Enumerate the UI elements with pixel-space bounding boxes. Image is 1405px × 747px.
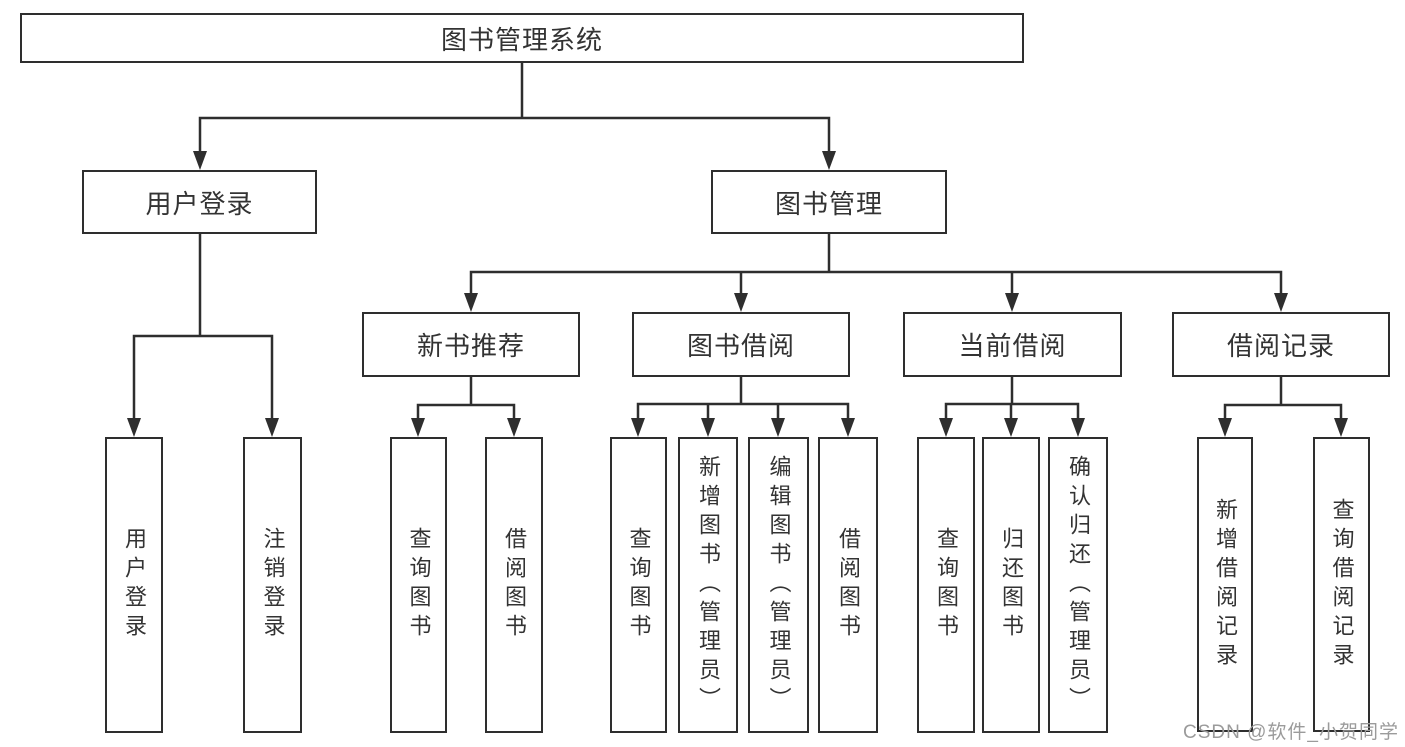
leaf-borrow-add-books-admin: 新增图书（管理员） bbox=[678, 437, 738, 733]
node-book-management: 图书管理 bbox=[711, 170, 947, 234]
leaf-current-confirm-return-admin: 确认归还（管理员） bbox=[1048, 437, 1108, 733]
leaf-records-add-record: 新增借阅记录 bbox=[1197, 437, 1253, 732]
arrowhead-icon bbox=[127, 151, 1348, 437]
node-user-login: 用户登录 bbox=[82, 170, 317, 234]
node-book-borrowing: 图书借阅 bbox=[632, 312, 850, 377]
leaf-borrow-query-books: 查询图书 bbox=[610, 437, 667, 733]
node-new-book-recommend: 新书推荐 bbox=[362, 312, 580, 377]
node-borrowing-records: 借阅记录 bbox=[1172, 312, 1390, 377]
node-root-system: 图书管理系统 bbox=[20, 13, 1024, 63]
connector-path bbox=[132, 61, 1343, 424]
leaf-current-return-books: 归还图书 bbox=[982, 437, 1040, 733]
leaf-recommend-borrow-books: 借阅图书 bbox=[485, 437, 543, 733]
leaf-current-query-books: 查询图书 bbox=[917, 437, 975, 733]
node-current-borrowing: 当前借阅 bbox=[903, 312, 1122, 377]
leaf-logout: 注销登录 bbox=[243, 437, 302, 733]
watermark: CSDN @软件_小贺同学 bbox=[1183, 722, 1399, 743]
leaf-borrow-edit-books-admin: 编辑图书（管理员） bbox=[748, 437, 809, 733]
leaf-recommend-query-books: 查询图书 bbox=[390, 437, 447, 733]
leaf-user-login: 用户登录 bbox=[105, 437, 163, 733]
leaf-records-query-record: 查询借阅记录 bbox=[1313, 437, 1370, 732]
leaf-borrow-borrow-books: 借阅图书 bbox=[818, 437, 878, 733]
